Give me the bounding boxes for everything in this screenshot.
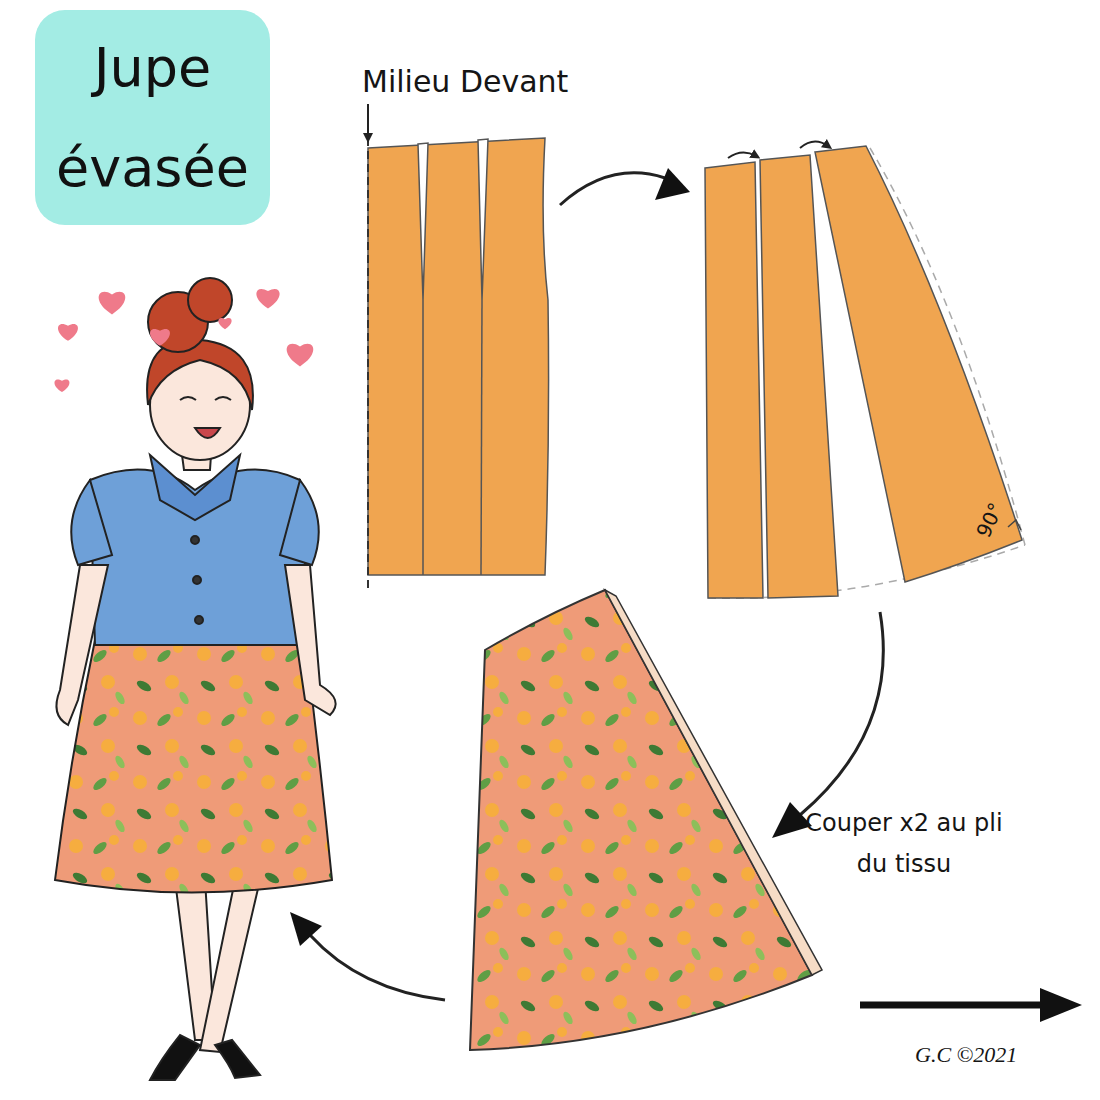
heart [55, 379, 70, 392]
front-pattern [368, 138, 549, 575]
step-arrowhead [655, 168, 690, 200]
fabric-piece [470, 590, 822, 1050]
cutting-note: Couper x2 au pli du tissu [798, 803, 1010, 885]
heart [256, 289, 279, 309]
step-arrowhead [290, 912, 322, 946]
step-arrow [310, 935, 445, 1000]
woman-figure [55, 278, 336, 1080]
spread-arrow [800, 141, 828, 148]
grain-arrowhead [1040, 988, 1082, 1022]
step-arrow [800, 612, 883, 815]
signature: G.C ©2021 [915, 1042, 1017, 1068]
center-arrow [367, 104, 369, 138]
spread-arrow [728, 152, 756, 158]
title-box: Jupe évasée [35, 10, 270, 225]
hearts [55, 289, 314, 392]
spread-pattern [705, 146, 1025, 598]
heart [218, 318, 231, 329]
grain-arrow [860, 1002, 1045, 1009]
center-line [367, 125, 369, 590]
title: Jupe évasée [50, 18, 255, 218]
center-front-label: Milieu Devant [362, 64, 568, 99]
step-arrow [560, 173, 665, 205]
heart [58, 324, 78, 341]
heart [99, 292, 126, 315]
heart [287, 344, 314, 367]
heart [150, 329, 170, 346]
